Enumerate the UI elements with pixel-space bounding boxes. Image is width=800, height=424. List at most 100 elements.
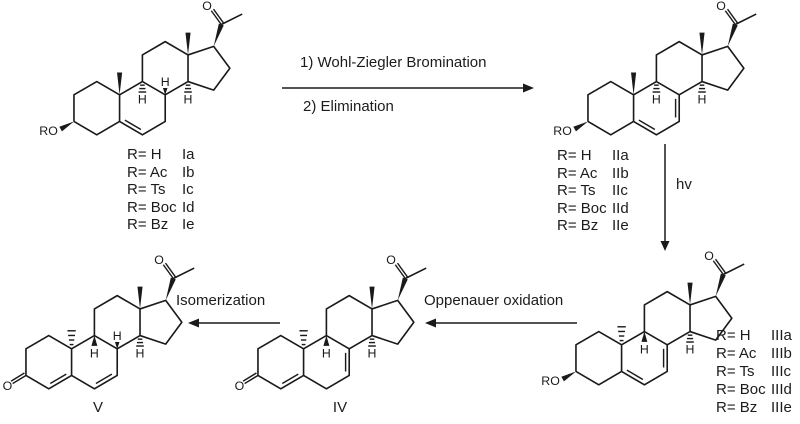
compound-code: IIIa (771, 327, 792, 344)
r-group: R= H (557, 147, 592, 164)
c8-hydrogen: H (161, 75, 170, 95)
svg-text:H: H (640, 342, 649, 356)
r-group: R= Boc (716, 381, 766, 398)
svg-text:H: H (184, 92, 193, 106)
c18-methyl-wedge (687, 282, 693, 305)
oppenauer-arrow-left (425, 318, 577, 328)
enone-oxygen-label: O (235, 379, 245, 393)
c18-methyl-wedge (699, 32, 705, 55)
r-group: R= Ac (716, 345, 757, 362)
r-group: R= Ts (127, 181, 166, 198)
arrowhead-right (523, 83, 534, 93)
arrowhead-down (660, 241, 670, 251)
c9-hydrogen: H (138, 84, 147, 106)
r-group: R= Ac (127, 163, 168, 181)
compound-V-label: V (92, 399, 103, 416)
photolysis-label: hv (676, 176, 692, 193)
r-group: R= Ac (557, 164, 598, 182)
compound-code: IIb (612, 164, 629, 182)
svg-text:H: H (136, 346, 145, 360)
photolysis-arrow-down (660, 144, 670, 251)
c19-methyl-wedge (631, 72, 637, 95)
acetyl-group: O (704, 249, 727, 297)
ro-label: RO (541, 374, 560, 388)
list-row: R= Bz Ie (127, 216, 195, 234)
svg-text:H: H (138, 92, 147, 106)
list-row: R= Ac IIIb (716, 345, 792, 363)
svg-text:H: H (90, 346, 99, 360)
compound-code: Id (182, 198, 195, 216)
c17-wedge-bond (715, 273, 726, 297)
c19-methyl-hashed (67, 330, 76, 346)
compound-code: Ia (182, 146, 195, 163)
c14-hydrogen: H (368, 338, 377, 360)
double-bond-5-6 (638, 119, 656, 131)
c3-ketone: O (235, 372, 259, 393)
list-row: R= Ac Ib (127, 164, 195, 182)
step2-label: 2) Elimination (303, 98, 394, 115)
acetyl-group: O (154, 253, 177, 301)
r-group: R= Ts (557, 182, 596, 199)
ketone-oxygen-label: O (386, 253, 396, 267)
bromination-arrow-right (282, 83, 534, 93)
ketone-oxygen-label: O (154, 253, 164, 267)
arrowhead-left (188, 318, 199, 328)
c17-wedge-bond (213, 23, 224, 47)
svg-text:H: H (113, 329, 122, 343)
double-bond-5-6 (124, 119, 142, 131)
ro-label: RO (553, 124, 572, 138)
acetyl-group: O (202, 0, 225, 47)
acetyl-group: O (386, 253, 409, 301)
svg-text:H: H (161, 75, 170, 89)
structure-V-steroid: O O H H H (3, 253, 195, 393)
c8-hydrogen: H (113, 329, 122, 349)
enone-oxygen-label: O (3, 379, 13, 393)
ro-label: RO (39, 124, 58, 138)
svg-text:H: H (368, 346, 377, 360)
compound-code: IIIc (771, 363, 792, 380)
compound-code: IIId (771, 381, 792, 398)
svg-text:H: H (698, 92, 707, 106)
compound-code: Ib (182, 163, 195, 181)
c17-wedge-bond (397, 277, 408, 301)
c3-wedge-bond (59, 121, 74, 132)
r-group: R= Ts (716, 363, 755, 380)
ketone-oxygen-label: O (704, 249, 714, 263)
list-row: R= H Ia (127, 146, 195, 164)
structure-IV-steroid: O O H H (235, 253, 427, 393)
c14-hydrogen: H (184, 84, 193, 106)
r-group: R= Bz (127, 216, 169, 233)
compound-IV-label: IV (332, 399, 348, 416)
compound-code: IIa (612, 147, 629, 164)
svg-text:H: H (652, 92, 661, 106)
ring-skeleton (587, 13, 757, 136)
svg-text:H: H (686, 342, 695, 356)
c3-ketone: O (3, 372, 27, 393)
c19-methyl-hashed (617, 326, 626, 342)
arrowhead-left (425, 318, 436, 328)
double-bond-6-7 (95, 373, 113, 385)
ro-substituent: RO (553, 121, 588, 138)
compound-code: IIIb (771, 345, 792, 362)
c19-methyl-wedge (117, 72, 123, 95)
c18-methyl-wedge (369, 286, 375, 309)
c14-hydrogen: H (686, 334, 695, 356)
structure-I-steroid: O RO H H H (39, 0, 243, 138)
compound-code: IIe (612, 217, 629, 234)
compound-code: Ie (182, 216, 195, 233)
c17-wedge-bond (165, 277, 176, 301)
r-group: R= H (127, 146, 162, 163)
c9-hydrogen: H (652, 84, 661, 106)
step1-label: 1) Wohl-Ziegler Bromination (300, 54, 487, 71)
ring-skeleton (575, 263, 745, 386)
acetyl-group: O (716, 0, 739, 47)
double-bond-4-5 (49, 373, 67, 385)
ketone-oxygen-label: O (202, 0, 212, 13)
